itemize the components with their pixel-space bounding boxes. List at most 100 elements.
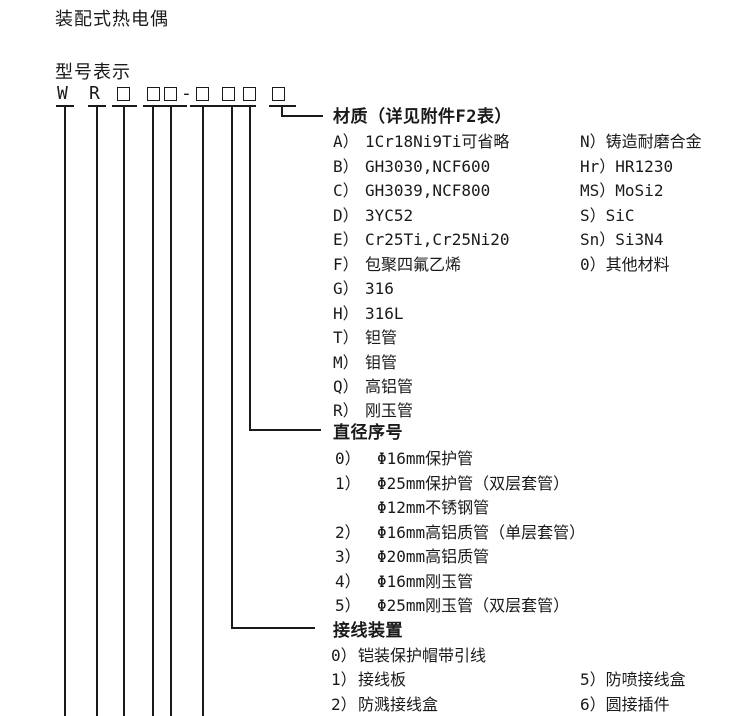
model-digit-box-6 [243,87,256,101]
item-col2: MS）MoSi2 [580,182,663,200]
item-code2: Hr） [580,157,616,176]
item-text: GH3039,NCF800 [365,181,491,200]
leader-line-material [281,107,283,117]
item-code: C） [333,181,359,200]
leader-line-diameter [249,107,251,431]
item-text: Φ25mm保护管（双层套管） [377,474,570,493]
material-section-heading: 材质（详见附件F2表） [333,107,512,127]
item-code: 2） [335,523,361,542]
item-code: R） [333,401,359,420]
item-text2: Si3N4 [615,230,664,249]
item-code2: 6） [580,695,606,714]
item-text: 接线板 [358,670,407,689]
item-code: T） [333,328,359,347]
item-code: H） [333,304,359,323]
diameter-section-heading: 直径序号 [333,423,403,443]
leader-line-box-1 [123,107,125,716]
item-col2: 6）圆接插件 [580,696,670,714]
item-text: 316L [365,304,404,323]
item-text: Φ16mm保护管 [377,449,474,468]
item-text2: 铸造耐磨合金 [605,132,702,151]
item-col2: 0）其他材料 [580,256,670,274]
leader-elbow-wiring [231,627,315,629]
model-designation-heading: 型号表示 [55,62,131,83]
leader-line-wiring [231,107,233,629]
item-code: D） [333,206,359,225]
item-col2: N）铸造耐磨合金 [580,133,702,151]
underline-w [56,105,74,107]
item-text: 1Cr18Ni9Ti可省略 [365,132,510,151]
wiring-section-heading: 接线装置 [333,621,403,641]
leader-elbow-diameter [249,429,321,431]
item-text: Cr25Ti,Cr25Ni20 [365,230,510,249]
item-col2: Sn）Si3N4 [580,231,663,249]
page-title: 装配式热电偶 [55,9,169,30]
item-code: G） [333,279,359,298]
item-code: 3） [335,547,361,566]
item-code: F） [333,255,359,274]
item-text: Φ25mm刚玉管（双层套管） [377,596,570,615]
item-text: 3YC52 [365,206,414,225]
item-text: Φ12mm不锈钢管 [377,498,490,517]
underline-box-1 [112,105,137,107]
item-text: 高铝管 [365,377,414,396]
leader-line-w [64,107,66,716]
underline-box-7 [269,105,296,107]
item-code: M） [333,353,359,372]
item-text: 钽管 [365,328,398,347]
model-letter-w: W [57,83,68,104]
item-code: 1） [331,670,357,689]
item-code2: 0） [580,255,606,274]
item-text: Φ16mm刚玉管 [377,572,474,591]
item-text2: 防喷接线盒 [605,670,686,689]
leader-line-r [96,107,98,716]
model-letter-r: R [89,83,100,104]
model-digit-box-5 [222,87,235,101]
item-code2: 5） [580,670,606,689]
item-col2: Hr）HR1230 [580,158,673,176]
underline-r [88,105,106,107]
leader-line-box-2 [152,107,154,716]
item-text: 防溅接线盒 [358,695,439,714]
item-text: 刚玉管 [365,401,414,420]
item-code: 0） [335,449,361,468]
item-code2: S） [580,206,606,225]
leader-elbow-material [281,115,323,117]
item-code: 5） [335,596,361,615]
item-code: 2） [331,695,357,714]
item-col2: S）SiC [580,207,635,225]
item-text2: 圆接插件 [605,695,670,714]
item-text: 铠装保护帽带引线 [358,646,487,665]
item-text: Φ16mm高铝质管（单层套管） [377,523,586,542]
item-code2: Sn） [580,230,616,249]
item-text: Φ20mm高铝质管 [377,547,490,566]
item-text2: MoSi2 [615,181,664,200]
item-text2: 其他材料 [605,255,670,274]
model-digit-box-2 [147,87,160,101]
item-text2: HR1230 [615,157,674,176]
leader-line-box-3 [170,107,172,716]
model-digit-box-4 [196,87,209,101]
underline-box-2-3 [143,105,187,107]
leader-line-box-4 [202,107,204,716]
item-text: 316 [365,279,394,298]
underline-box-4-6 [190,105,256,107]
item-text: GH3030,NCF600 [365,157,491,176]
item-code: B） [333,157,359,176]
model-digit-box-3 [164,87,177,101]
item-code: 4） [335,572,361,591]
model-dash: - [181,83,192,104]
item-code: A） [333,132,359,151]
item-text2: SiC [605,206,635,225]
item-code: E） [333,230,359,249]
item-text: 钼管 [365,353,398,372]
item-text: 包聚四氟乙烯 [365,255,462,274]
item-code2: MS） [580,181,616,200]
item-code: 0） [331,646,357,665]
item-code: Q） [333,377,359,396]
item-col2: 5）防喷接线盒 [580,671,686,689]
item-code2: N） [580,132,606,151]
model-digit-box-1 [117,87,130,101]
model-digit-box-7 [272,87,285,101]
